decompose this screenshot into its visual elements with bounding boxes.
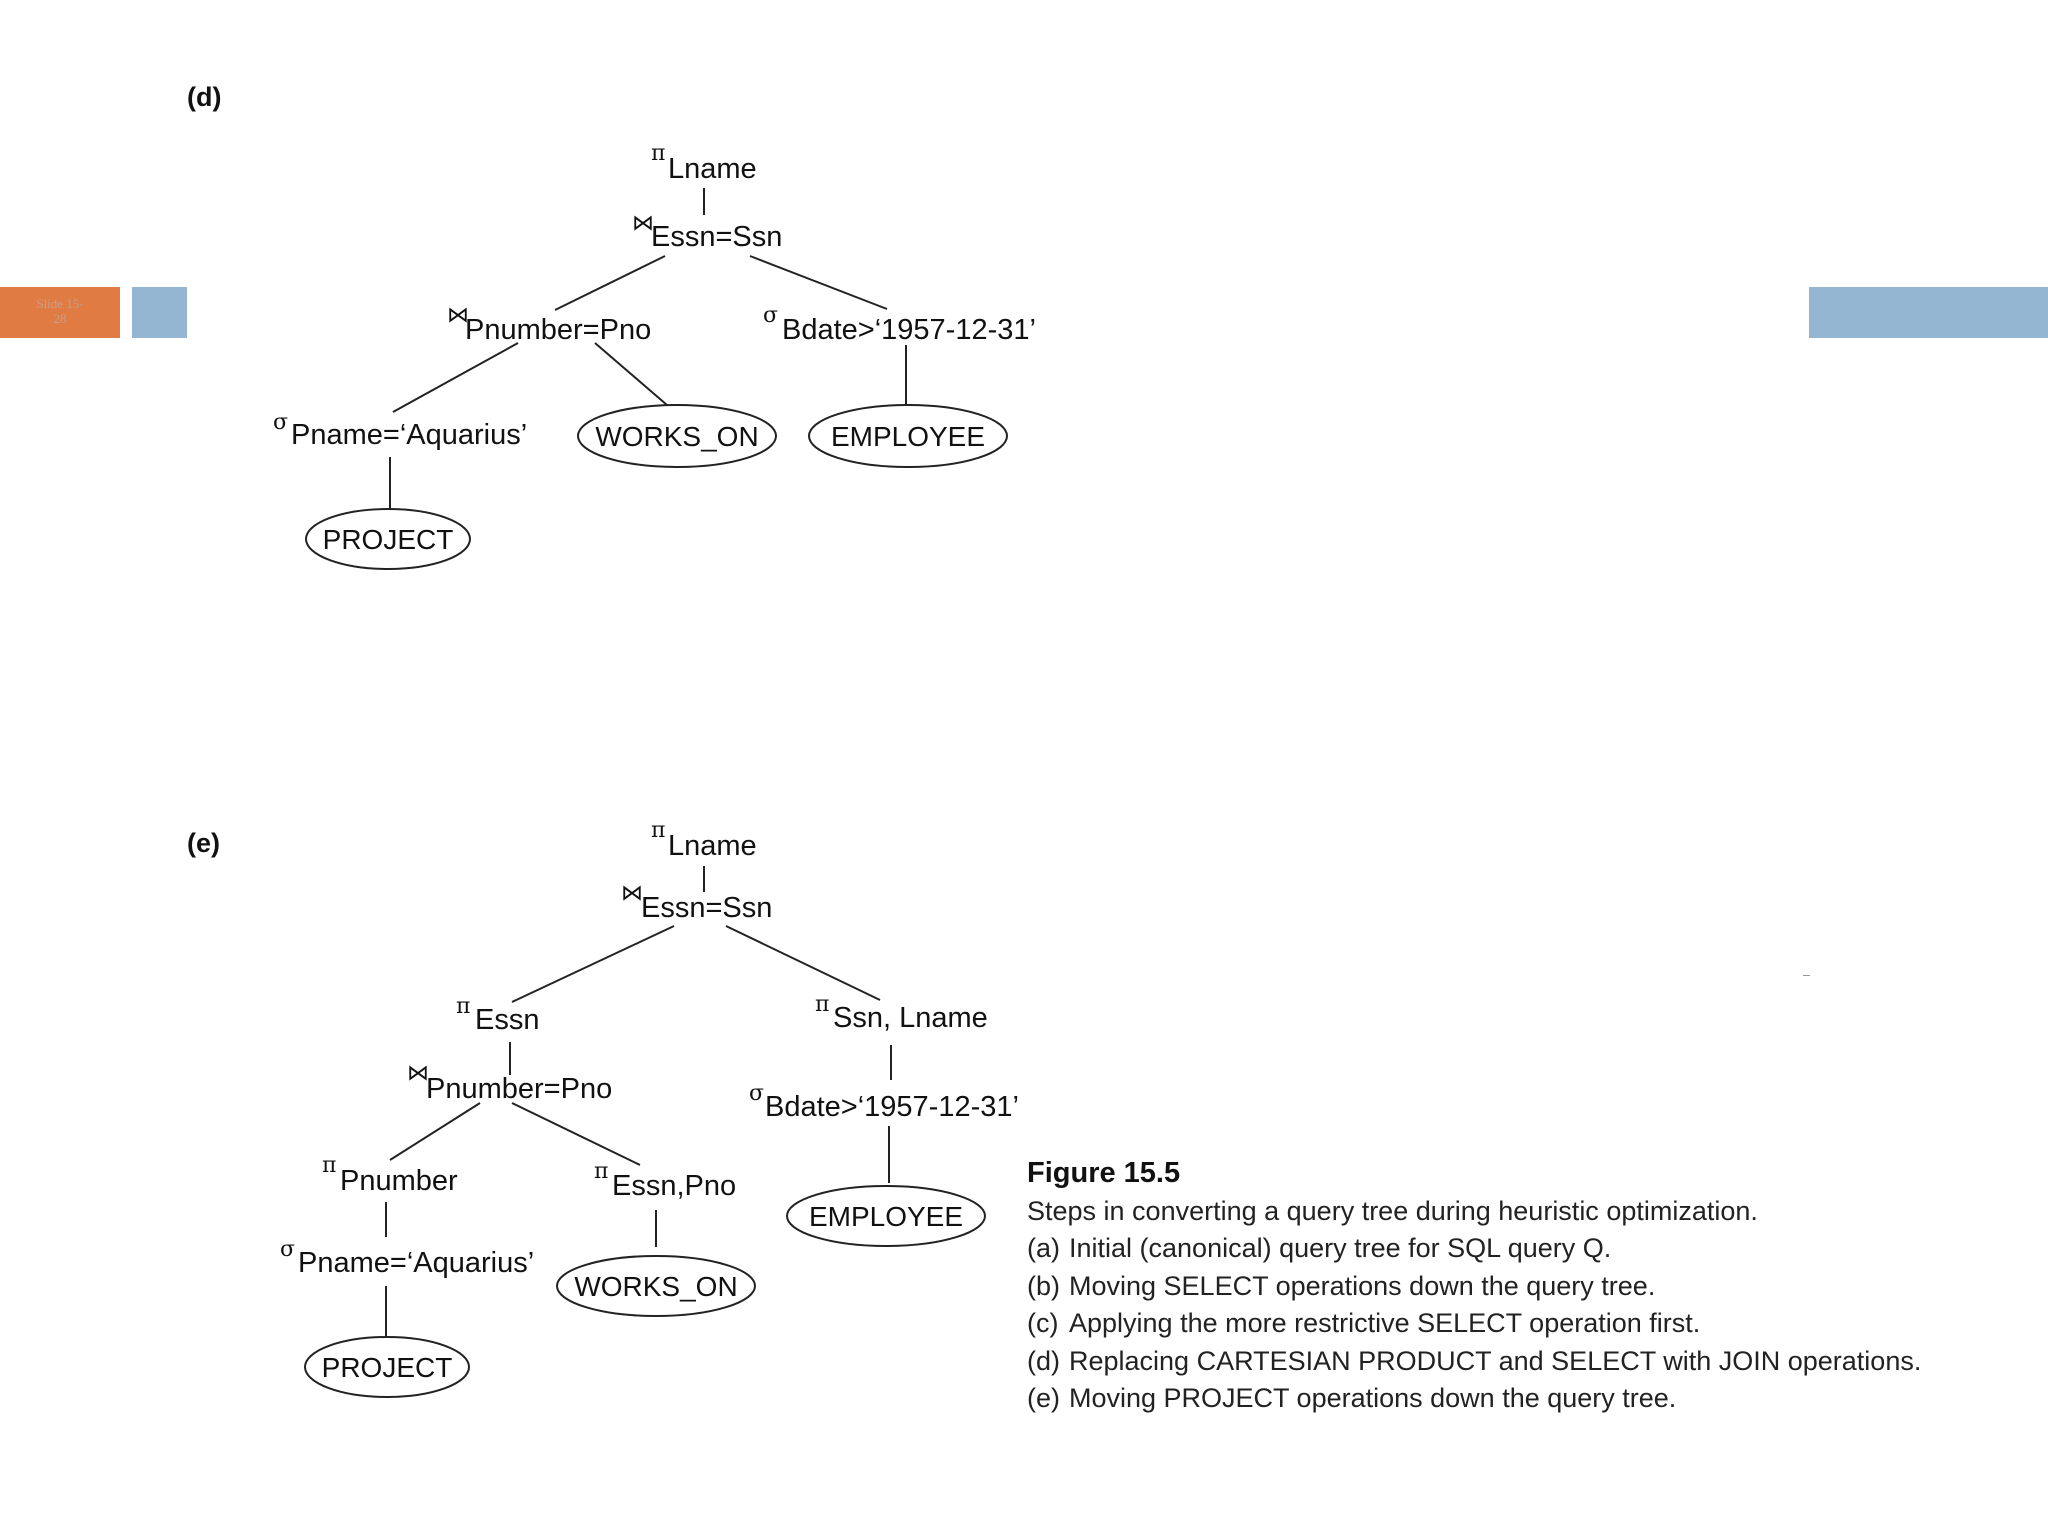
- svg-text:Essn,Pno: Essn,Pno: [612, 1170, 736, 1202]
- caption-step: (c)Applying the more restrictive SELECT …: [1027, 1308, 1701, 1338]
- node-e-project-essn-pno: π Essn,Pno: [594, 1159, 736, 1202]
- relation-e-works-on: WORKS_ON: [556, 1255, 756, 1317]
- relation-e-employee: EMPLOYEE: [786, 1185, 986, 1247]
- node-d-project-lname: π Lname: [651, 141, 757, 185]
- caption-step: (b)Moving SELECT operations down the que…: [1027, 1270, 1656, 1301]
- caption-step: (e)Moving PROJECT operations down the qu…: [1027, 1383, 1677, 1413]
- svg-text:EMPLOYEE: EMPLOYEE: [809, 1201, 963, 1232]
- caption-step: (d)Replacing CARTESIAN PRODUCT and SELEC…: [1027, 1345, 1922, 1376]
- node-d-join-essn-ssn: ⋈ Essn=Ssn: [632, 211, 782, 253]
- node-e-join-pnumber-pno: ⋈ Pnumber=Pno: [407, 1061, 612, 1105]
- pi-icon: π: [651, 141, 665, 166]
- query-tree-d: π Lname ⋈ Essn=Ssn ⋈ Pnumber=Pno σ Bdate…: [273, 141, 1036, 570]
- svg-text:Bdate>‘1957-12-31’: Bdate>‘1957-12-31’: [782, 314, 1036, 346]
- edge-d-leftjoin-workson: [594, 342, 668, 406]
- svg-text:WORKS_ON: WORKS_ON: [574, 1271, 737, 1302]
- svg-text:Pnumber=Pno: Pnumber=Pno: [426, 1073, 612, 1105]
- pi-icon: π: [456, 994, 470, 1019]
- stray-mark: [1803, 975, 1810, 976]
- svg-text:WORKS_ON: WORKS_ON: [595, 421, 758, 452]
- svg-text:Essn: Essn: [475, 1004, 539, 1036]
- svg-text:Pname=‘Aquarius’: Pname=‘Aquarius’: [298, 1247, 534, 1279]
- relation-d-project: PROJECT: [305, 508, 471, 570]
- svg-text:PROJECT: PROJECT: [323, 524, 454, 555]
- svg-text:Pnumber: Pnumber: [340, 1165, 458, 1197]
- svg-text:Lname: Lname: [668, 153, 757, 185]
- figure-caption: Figure 15.5 Steps in converting a query …: [1027, 1155, 2027, 1418]
- node-d-select-pname: σ Pname=‘Aquarius’: [273, 410, 527, 451]
- relation-d-employee: EMPLOYEE: [808, 404, 1008, 468]
- svg-text:Bdate>‘1957-12-31’: Bdate>‘1957-12-31’: [765, 1091, 1019, 1123]
- node-e-join-essn-ssn: ⋈ Essn=Ssn: [621, 881, 772, 924]
- sigma-icon: σ: [273, 410, 288, 435]
- query-tree-e: π Lname ⋈ Essn=Ssn π Essn π Ssn, Lname ⋈…: [280, 818, 1019, 1398]
- svg-text:Essn=Ssn: Essn=Ssn: [651, 221, 782, 253]
- node-e-project-pnumber: π Pnumber: [322, 1153, 458, 1197]
- svg-text:Lname: Lname: [668, 830, 757, 862]
- pi-icon: π: [651, 818, 665, 843]
- svg-text:Essn=Ssn: Essn=Ssn: [641, 892, 772, 924]
- bowtie-icon: ⋈: [407, 1061, 429, 1086]
- bowtie-icon: ⋈: [632, 211, 654, 236]
- node-e-select-pname: σ Pname=‘Aquarius’: [280, 1237, 534, 1279]
- pi-icon: π: [322, 1153, 336, 1178]
- svg-text:Pname=‘Aquarius’: Pname=‘Aquarius’: [291, 419, 527, 451]
- edge-d-leftjoin-pname: [392, 342, 519, 413]
- node-e-project-lname: π Lname: [651, 818, 757, 862]
- svg-text:Pnumber=Pno: Pnumber=Pno: [465, 314, 651, 346]
- figure-title: Figure 15.5: [1027, 1157, 1181, 1189]
- node-e-project-ssn-lname: π Ssn, Lname: [815, 992, 988, 1034]
- pi-icon: π: [594, 1159, 608, 1184]
- sigma-icon: σ: [749, 1081, 764, 1106]
- relation-d-works-on: WORKS_ON: [577, 404, 777, 468]
- svg-text:PROJECT: PROJECT: [322, 1352, 453, 1383]
- edge-e-join-leftproj: [511, 925, 675, 1003]
- left-accent-bar: [132, 287, 187, 338]
- bowtie-icon: ⋈: [447, 303, 469, 328]
- edge-d-join-select: [749, 255, 888, 310]
- caption-step: (a)Initial (canonical) query tree for SQ…: [1027, 1233, 1612, 1263]
- slide-number-text: Slide 15- 28: [36, 296, 84, 326]
- node-d-select-bdate: σ Bdate>‘1957-12-31’: [763, 303, 1036, 346]
- panel-d-label: (d): [187, 82, 222, 112]
- right-accent-bar: [1809, 287, 2048, 338]
- node-d-join-pnumber-pno: ⋈ Pnumber=Pno: [447, 303, 651, 346]
- edge-e-leftjoin-pnumber: [389, 1102, 481, 1161]
- edge-e-join-rightproj: [725, 925, 881, 1001]
- svg-text:Ssn, Lname: Ssn, Lname: [833, 1002, 988, 1034]
- pi-icon: π: [815, 992, 829, 1017]
- figure-description: Steps in converting a query tree during …: [1027, 1195, 1758, 1226]
- node-e-project-essn: π Essn: [456, 994, 539, 1036]
- sigma-icon: σ: [280, 1237, 295, 1262]
- panel-e-label: (e): [187, 828, 220, 858]
- svg-text:EMPLOYEE: EMPLOYEE: [831, 421, 985, 452]
- edge-e-leftjoin-essnpno: [511, 1102, 641, 1166]
- sigma-icon: σ: [763, 303, 778, 328]
- relation-e-project: PROJECT: [304, 1336, 470, 1398]
- edge-d-join-leftjoin: [554, 255, 666, 311]
- node-e-select-bdate: σ Bdate>‘1957-12-31’: [749, 1081, 1019, 1123]
- bowtie-icon: ⋈: [621, 881, 643, 906]
- slide-number-tab: [0, 287, 120, 338]
